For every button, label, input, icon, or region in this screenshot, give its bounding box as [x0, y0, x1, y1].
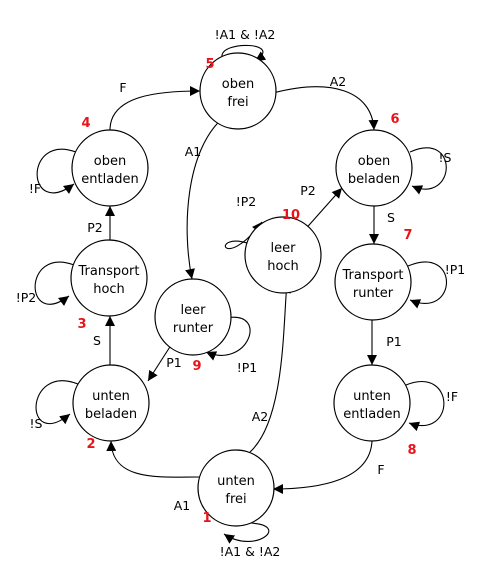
state-label-line2: beladen: [348, 172, 400, 187]
state-label-line2: runter: [353, 286, 394, 301]
state-label-line1: Transport: [341, 268, 403, 283]
state-label-line1: leer: [181, 303, 207, 318]
state-node-1: unten frei 1: [197, 449, 275, 527]
state-circle-3: [70, 239, 148, 317]
states-layer: unten frei 1 unten beladen 2 Transport hoch 3 obe…: [70, 52, 417, 527]
state-label-line2: beladen: [85, 407, 137, 422]
state-circle-8: [333, 364, 411, 442]
state-label-line2: hoch: [93, 282, 125, 297]
transition-label-1-1: !A1 & !A2: [220, 544, 281, 559]
transition-label-1-10: A2: [252, 409, 269, 424]
state-label-line1: Transport: [77, 264, 139, 279]
transition-label-4-4: !F: [29, 181, 41, 196]
transition-label-9-2: P1: [166, 355, 182, 370]
state-number-4: 4: [81, 116, 90, 131]
transition-arrow-8-1: [272, 440, 373, 494]
state-node-4: oben entladen 4: [71, 116, 149, 207]
state-label-line1: leer: [271, 241, 297, 256]
transition-label-8-1: F: [377, 462, 384, 477]
transition-label-5-5: !A1 & !A2: [215, 27, 276, 42]
state-circle-5: [199, 52, 277, 130]
state-label-line2: entladen: [81, 172, 138, 187]
state-label-line2: runter: [173, 321, 214, 336]
self-loop-6-6: [409, 147, 447, 195]
transition-label-5-6: A2: [330, 74, 347, 89]
transition-label-5-9: A1: [185, 144, 202, 159]
state-number-7: 7: [403, 228, 412, 243]
state-node-8: unten entladen 8: [333, 364, 417, 458]
state-label-line1: unten: [92, 389, 130, 404]
state-label-line2: hoch: [267, 259, 299, 274]
state-circle-2: [72, 364, 150, 442]
transition-label-6-7: S: [387, 210, 395, 225]
state-node-9: leer runter 9: [154, 278, 232, 374]
state-label-line1: oben: [358, 154, 390, 169]
transition-arrow-4-5: [109, 86, 201, 131]
transition-label-4-5: F: [119, 80, 126, 95]
transition-label-3-3: !P2: [16, 290, 37, 305]
transition-label-2-2: !S: [30, 416, 43, 431]
transition-label-9-9: !P1: [237, 360, 258, 375]
state-circle-10: [244, 216, 322, 294]
state-number-5: 5: [205, 57, 214, 72]
state-number-6: 6: [390, 112, 399, 127]
state-node-6: oben beladen 6: [335, 112, 413, 207]
transition-arrow-5-9: [185, 116, 225, 280]
state-circle-4: [71, 129, 149, 207]
state-number-10: 10: [282, 208, 300, 223]
transition-arrow-5-6: [272, 86, 379, 131]
state-circle-7: [334, 243, 412, 321]
transition-label-3-4: P2: [87, 220, 103, 235]
transition-label-6-6: !S: [439, 150, 452, 165]
self-loop-5-5: [221, 44, 267, 62]
state-node-7: Transport runter 7: [334, 228, 413, 321]
state-number-8: 8: [407, 443, 416, 458]
state-node-3: Transport hoch 3: [70, 239, 148, 332]
self-loop-2-2: [35, 380, 79, 425]
transition-arrow-1-2: [106, 440, 202, 478]
state-circle-1: [197, 449, 275, 527]
state-circle-9: [154, 278, 232, 356]
state-label-line1: unten: [353, 389, 391, 404]
state-label-line2: frei: [225, 492, 246, 507]
transition-arrow-10-6: [301, 187, 343, 234]
transition-label-8-8: !F: [446, 389, 458, 404]
state-label-line2: frei: [227, 95, 248, 110]
state-label-line1: oben: [94, 154, 126, 169]
transition-label-1-2: A1: [174, 498, 191, 513]
self-loop-8-8: [405, 381, 445, 432]
state-number-2: 2: [86, 437, 95, 452]
state-number-1: 1: [202, 511, 211, 526]
transition-label-2-3: S: [93, 333, 101, 348]
state-label-line2: entladen: [343, 407, 400, 422]
transition-label-10-6: P2: [300, 183, 316, 198]
state-circle-6: [335, 129, 413, 207]
transition-label-10-10: !P2: [236, 194, 257, 209]
state-number-3: 3: [77, 317, 86, 332]
self-loop-9-9: [205, 316, 251, 361]
state-label-line1: oben: [222, 77, 254, 92]
self-loop-3-3: [34, 261, 75, 307]
state-node-5: oben frei 5: [199, 52, 277, 130]
transition-label-7-7: !P1: [445, 262, 466, 277]
self-loop-4-4: [36, 148, 77, 194]
transition-label-7-8: P1: [386, 334, 402, 349]
self-loop-7-7: [407, 261, 448, 309]
state-node-2: unten beladen 2: [72, 364, 150, 452]
self-loop-1-1: [223, 522, 270, 544]
state-number-9: 9: [192, 359, 201, 374]
state-node-10: leer hoch 10: [244, 208, 322, 294]
transition-arrow-1-10: [249, 282, 292, 453]
state-label-line1: unten: [217, 474, 255, 489]
